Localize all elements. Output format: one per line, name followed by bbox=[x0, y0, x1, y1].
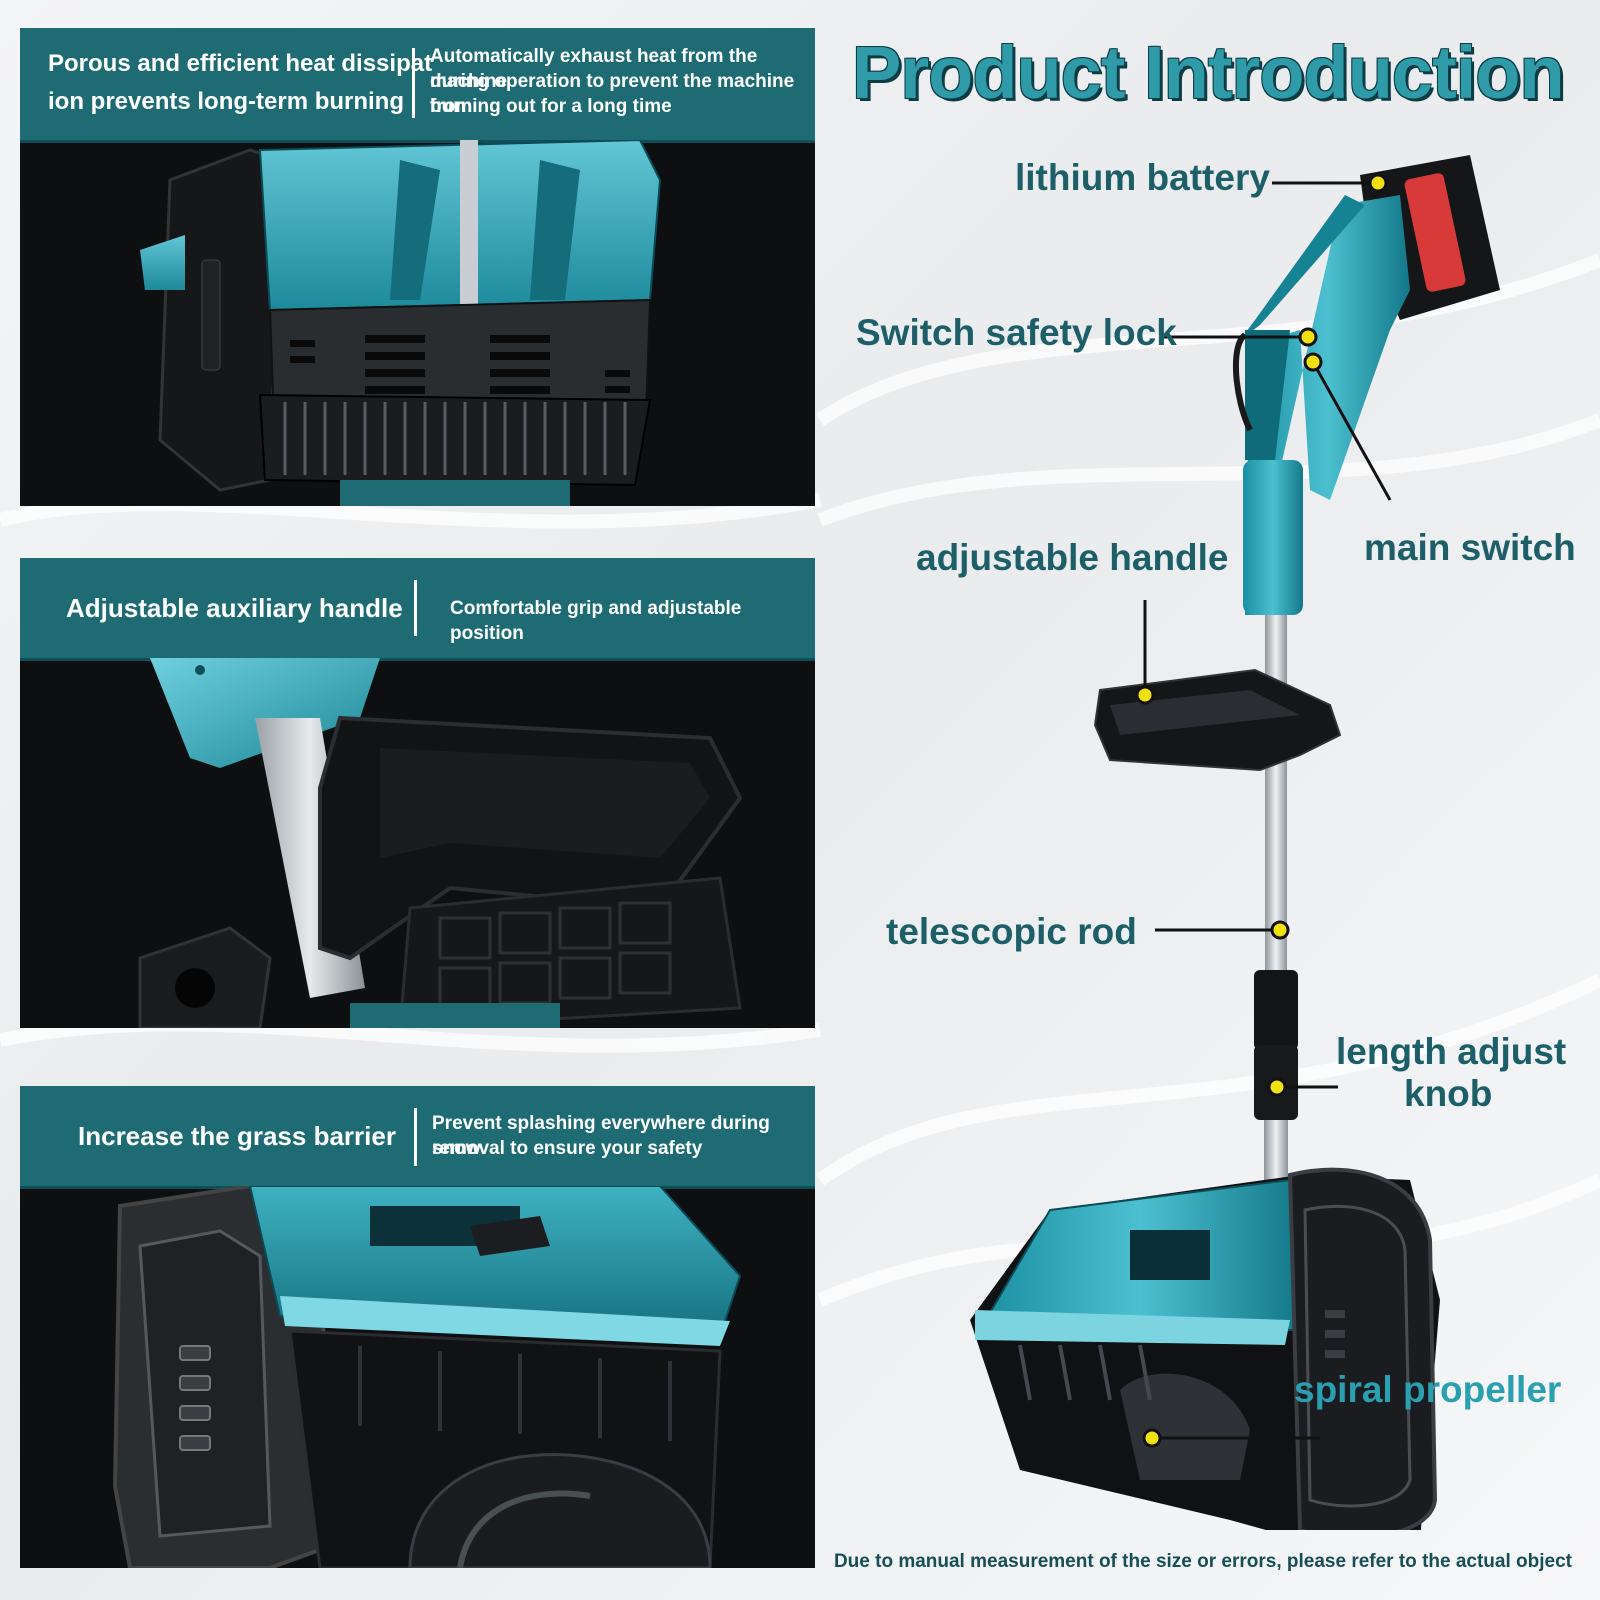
feature-desc-line2: during operation to prevent the machine … bbox=[430, 71, 795, 117]
callout-lithium-battery: lithium battery bbox=[1015, 157, 1270, 198]
feature-title-line1: Adjustable auxiliary handle bbox=[66, 593, 403, 623]
feature-panel-grass-barrier: Increase the grass barrier Prevent splas… bbox=[20, 1086, 815, 1568]
feature-header: Increase the grass barrier Prevent splas… bbox=[20, 1086, 815, 1189]
footnote: Due to manual measurement of the size or… bbox=[833, 1551, 1572, 1572]
grass-barrier-illustration bbox=[112, 1186, 742, 1568]
feature-desc-line1: Automatically exhaust heat from the mach… bbox=[430, 46, 758, 92]
feature-header: Adjustable auxiliary handle Comfortable … bbox=[20, 558, 815, 661]
feature-panel-heat-dissipation: Porous and efficient heat dissipat ion p… bbox=[20, 28, 815, 506]
snow-shovel-product-illustration bbox=[970, 155, 1500, 1530]
feature-title-line2: ion prevents long-term burning bbox=[48, 88, 405, 115]
callout-spiral-propeller: spiral propeller bbox=[1294, 1369, 1562, 1410]
page-title: Product Introduction bbox=[852, 31, 1565, 114]
callout-adjustable-handle: adjustable handle bbox=[916, 537, 1229, 578]
callout-telescopic-rod: telescopic rod bbox=[886, 911, 1137, 952]
callout-main-switch: main switch bbox=[1364, 527, 1576, 568]
feature-desc-line1: Comfortable grip and adjustable position bbox=[450, 598, 742, 644]
feature-panel-auxiliary-handle: Adjustable auxiliary handle Comfortable … bbox=[20, 558, 815, 1028]
callout-length-adjust-knob-line2: knob bbox=[1404, 1073, 1493, 1114]
feature-desc-line1: Prevent splashing everywhere during snow bbox=[432, 1113, 770, 1159]
callout-length-adjust-knob-line1: length adjust bbox=[1336, 1031, 1567, 1072]
header-divider bbox=[414, 1108, 417, 1166]
feature-desc-line2: removal to ensure your safety bbox=[432, 1138, 703, 1159]
callout-switch-safety-lock: Switch safety lock bbox=[856, 312, 1177, 353]
feature-title-line1: Porous and efficient heat dissipat bbox=[48, 50, 433, 77]
header-divider bbox=[414, 580, 417, 636]
feature-title-line1: Increase the grass barrier bbox=[78, 1121, 396, 1151]
auxiliary-handle-illustration bbox=[138, 658, 743, 1028]
feature-desc-line3: burning out for a long time bbox=[430, 96, 672, 117]
motor-housing-illustration bbox=[140, 140, 662, 506]
feature-header: Porous and efficient heat dissipat ion p… bbox=[20, 28, 815, 143]
header-divider bbox=[412, 48, 415, 118]
